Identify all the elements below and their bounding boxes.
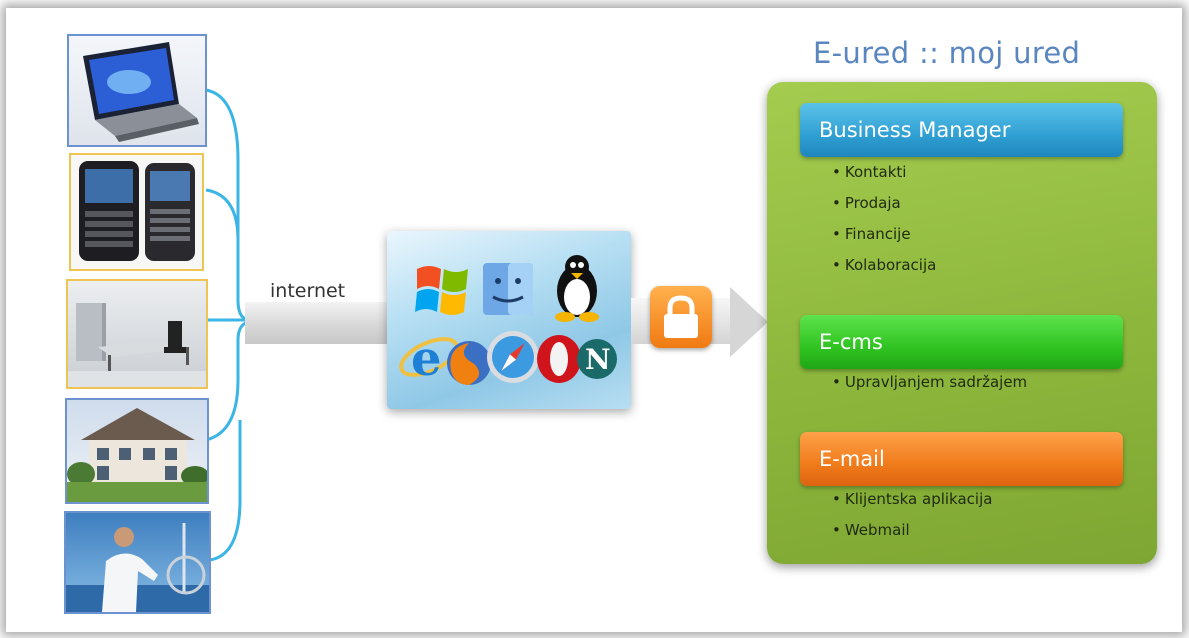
diagram-title: E-ured :: moj ured — [813, 36, 1081, 70]
opera-icon — [537, 335, 581, 383]
svg-text:e: e — [411, 331, 442, 387]
e-mail-list: Klijentska aplikacija Webmail — [832, 484, 993, 546]
list-item: Klijentska aplikacija — [832, 484, 993, 515]
list-item: Webmail — [832, 515, 992, 546]
business-manager-list: Kontakti Prodaja Financije Kolaboracija — [832, 157, 936, 281]
internet-connection-pipe — [245, 302, 395, 344]
netscape-icon: N — [577, 339, 617, 379]
e-cms-list: Upravljanjem sadržajem — [832, 367, 1027, 398]
house-image — [65, 398, 209, 504]
windows-logo-icon — [415, 266, 468, 315]
list-item: Upravljanjem sadržajem — [832, 367, 1027, 398]
safari-icon — [487, 331, 539, 383]
sailing-man-image — [64, 511, 211, 614]
linux-tux-icon — [555, 255, 599, 322]
platforms-browsers-box: e N — [387, 231, 631, 409]
list-item: Financije — [832, 219, 936, 250]
office-image — [66, 279, 208, 389]
list-item: Kontakti — [832, 157, 936, 188]
list-item: Kolaboracija — [832, 250, 936, 281]
e-mail-header: E-mail — [800, 432, 1123, 486]
business-manager-header: Business Manager — [800, 103, 1123, 157]
smartphones-image — [69, 153, 204, 271]
list-item: Prodaja — [832, 188, 936, 219]
internet-explorer-icon: e — [399, 331, 459, 387]
firefox-icon — [447, 341, 491, 385]
arrow-head-icon — [730, 287, 768, 357]
e-cms-header: E-cms — [800, 315, 1123, 369]
internet-label: internet — [270, 280, 346, 302]
laptop-image — [67, 34, 207, 147]
svg-text:N: N — [585, 343, 611, 376]
mac-finder-icon — [483, 263, 533, 315]
lock-icon — [650, 286, 712, 348]
